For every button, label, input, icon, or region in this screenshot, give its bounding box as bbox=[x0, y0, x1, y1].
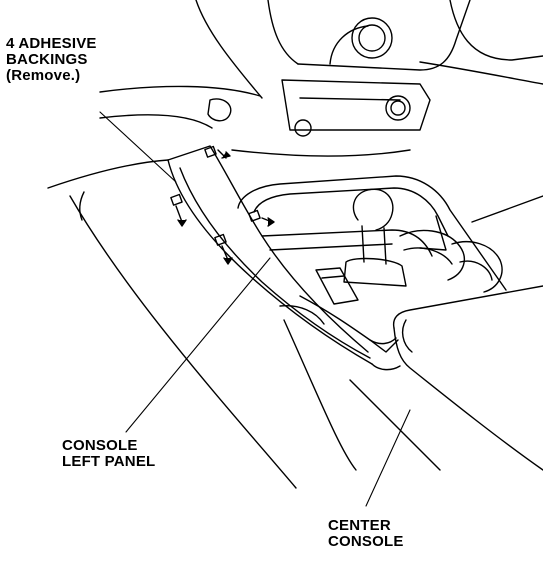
shift-knob bbox=[343, 188, 407, 287]
leader-lines bbox=[99, 111, 411, 507]
console-right-line bbox=[471, 195, 543, 223]
tray-line bbox=[269, 243, 393, 251]
console-body-mid bbox=[349, 379, 441, 471]
center-console bbox=[237, 175, 543, 471]
left-knob bbox=[207, 98, 232, 122]
panel-top-edge bbox=[167, 145, 369, 353]
dash-edge-left bbox=[195, 0, 263, 99]
panel-bottom-tip bbox=[371, 363, 401, 371]
armrest bbox=[392, 285, 543, 471]
shift-slot-line bbox=[321, 275, 345, 279]
console-body-curve bbox=[279, 305, 325, 325]
console-inner-rim bbox=[253, 187, 449, 237]
stack-base bbox=[231, 149, 411, 157]
dash-lower-edge bbox=[99, 85, 261, 97]
armrest-front bbox=[401, 319, 413, 353]
adhesive-backing-4 bbox=[248, 209, 275, 227]
leader-left-panel bbox=[125, 257, 271, 433]
cupholder-1-inner bbox=[403, 247, 453, 265]
console-left-panel bbox=[167, 145, 401, 371]
console-front-curve bbox=[299, 295, 397, 345]
left-panel-callout-line-2: LEFT PANEL bbox=[62, 453, 156, 470]
shift-boot bbox=[343, 257, 407, 287]
shift-knob-top bbox=[352, 188, 394, 231]
seat-corner bbox=[79, 191, 85, 221]
console-left-panel-callout: CONSOLE LEFT PANEL bbox=[62, 438, 155, 470]
cupholders bbox=[399, 229, 503, 293]
armrest-top bbox=[392, 285, 543, 329]
leader-center-console bbox=[365, 409, 411, 507]
console-body-left bbox=[283, 319, 357, 471]
seat-top-edge bbox=[47, 159, 169, 189]
vent-curve bbox=[329, 25, 369, 65]
dash-stack-right bbox=[449, 0, 543, 61]
dashboard-center-stack bbox=[99, 0, 543, 157]
climate-panel-line bbox=[299, 97, 401, 101]
adhesive-callout-line-1: 4 ADHESIVE bbox=[6, 35, 97, 52]
dash-right-edge bbox=[419, 61, 543, 85]
panel-inner-edge bbox=[179, 167, 371, 359]
adhesive-backing-3 bbox=[214, 233, 233, 265]
center-console-callout-line-1: CENTER bbox=[328, 517, 391, 534]
leader-adhesive bbox=[99, 111, 177, 183]
dash-stack-left bbox=[267, 0, 299, 65]
seat-diagonal bbox=[69, 195, 297, 489]
shift-slot bbox=[315, 267, 359, 305]
panel-outer-edge bbox=[167, 159, 373, 365]
cupholder-2-inner bbox=[459, 260, 493, 281]
console-top-edge bbox=[237, 175, 507, 291]
adhesive-callout-line-2: BACKINGS bbox=[6, 51, 88, 68]
control-knob-inner bbox=[358, 24, 386, 52]
cupholder-2 bbox=[451, 241, 503, 293]
left-panel-callout-line-1: CONSOLE bbox=[62, 437, 138, 454]
climate-knob-right bbox=[385, 95, 411, 121]
center-console-callout-line-2: CONSOLE bbox=[328, 533, 404, 550]
climate-panel bbox=[281, 79, 431, 131]
console-front-button bbox=[369, 339, 399, 353]
adhesive-backing-1 bbox=[204, 145, 231, 159]
cupholder-1 bbox=[399, 229, 466, 281]
center-console-callout: CENTER CONSOLE bbox=[328, 518, 404, 550]
control-knob-outer bbox=[351, 17, 393, 59]
left-seat-area bbox=[47, 159, 297, 489]
dash-stack-bottom bbox=[297, 0, 471, 71]
dash-lower-edge-2 bbox=[99, 114, 213, 129]
climate-knob-left bbox=[294, 119, 312, 137]
adhesive-backing-2 bbox=[170, 193, 187, 227]
tray-edge bbox=[261, 229, 433, 257]
adhesive-backings-callout: 4 ADHESIVE BACKINGS (Remove.) bbox=[6, 36, 97, 84]
armrest-side bbox=[393, 327, 543, 471]
shift-stem bbox=[361, 225, 387, 265]
climate-knob-right-inner bbox=[390, 100, 406, 116]
adhesive-callout-line-3: (Remove.) bbox=[6, 67, 81, 84]
